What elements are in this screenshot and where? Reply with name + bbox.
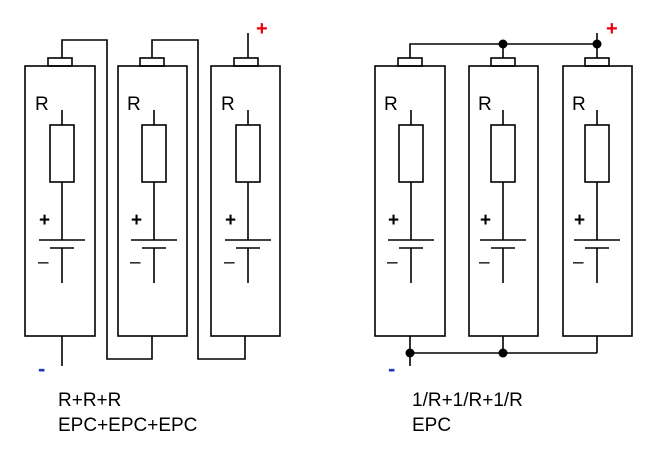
cell-cap bbox=[584, 57, 610, 67]
junction-dot bbox=[592, 39, 602, 49]
resistor-symbol bbox=[49, 124, 75, 183]
cell-cap bbox=[233, 57, 259, 67]
cell-cap bbox=[139, 57, 165, 67]
plus-sign: + bbox=[480, 210, 491, 231]
plus-sign: + bbox=[39, 210, 50, 231]
parallel-positive-terminal: + bbox=[606, 18, 618, 40]
cell-cap bbox=[490, 57, 516, 67]
plus-sign: + bbox=[131, 210, 142, 231]
resistor-label: R bbox=[572, 94, 586, 115]
resistor-label: R bbox=[127, 94, 141, 115]
cell-cap bbox=[47, 57, 73, 67]
series-caption-line1: R+R+R bbox=[58, 390, 122, 411]
series-wire-cell2-to-cell3 bbox=[151, 39, 246, 360]
resistor-symbol bbox=[141, 124, 167, 183]
series-wire-cell1-to-cell2 bbox=[61, 39, 153, 360]
minus-sign: – bbox=[479, 252, 490, 273]
parallel-caption-line1: 1/R+1/R+1/R bbox=[412, 390, 523, 411]
resistor-symbol bbox=[398, 124, 424, 183]
resistor-symbol bbox=[584, 124, 610, 183]
parallel-top-bus bbox=[409, 43, 597, 58]
minus-sign: – bbox=[130, 252, 141, 273]
plus-sign: + bbox=[388, 210, 399, 231]
series-positive-terminal: + bbox=[256, 18, 268, 40]
minus-sign: – bbox=[224, 252, 235, 273]
junction-dot bbox=[498, 39, 508, 49]
plus-sign: + bbox=[225, 210, 236, 231]
resistor-label: R bbox=[221, 94, 235, 115]
resistor-label: R bbox=[384, 94, 398, 115]
series-cell-1 bbox=[24, 57, 96, 337]
parallel-caption-line2: EPC bbox=[412, 415, 452, 436]
parallel-negative-terminal: - bbox=[388, 356, 395, 381]
junction-dot bbox=[405, 348, 415, 358]
resistor-label: R bbox=[478, 94, 492, 115]
resistor-symbol bbox=[235, 124, 261, 183]
minus-sign: – bbox=[38, 252, 49, 273]
parallel-caption: 1/R+1/R+1/R EPC bbox=[412, 388, 523, 438]
minus-sign: – bbox=[387, 252, 398, 273]
resistor-label: R bbox=[35, 94, 49, 115]
series-cell-3 bbox=[210, 57, 281, 337]
resistor-symbol bbox=[490, 124, 516, 183]
minus-sign: – bbox=[573, 252, 584, 273]
series-caption: R+R+R EPC+EPC+EPC bbox=[58, 388, 197, 438]
series-caption-line2: EPC+EPC+EPC bbox=[58, 415, 198, 436]
junction-dot bbox=[498, 348, 508, 358]
series-negative-terminal: - bbox=[38, 356, 45, 381]
plus-sign: + bbox=[574, 210, 585, 231]
cell-cap bbox=[397, 57, 423, 67]
